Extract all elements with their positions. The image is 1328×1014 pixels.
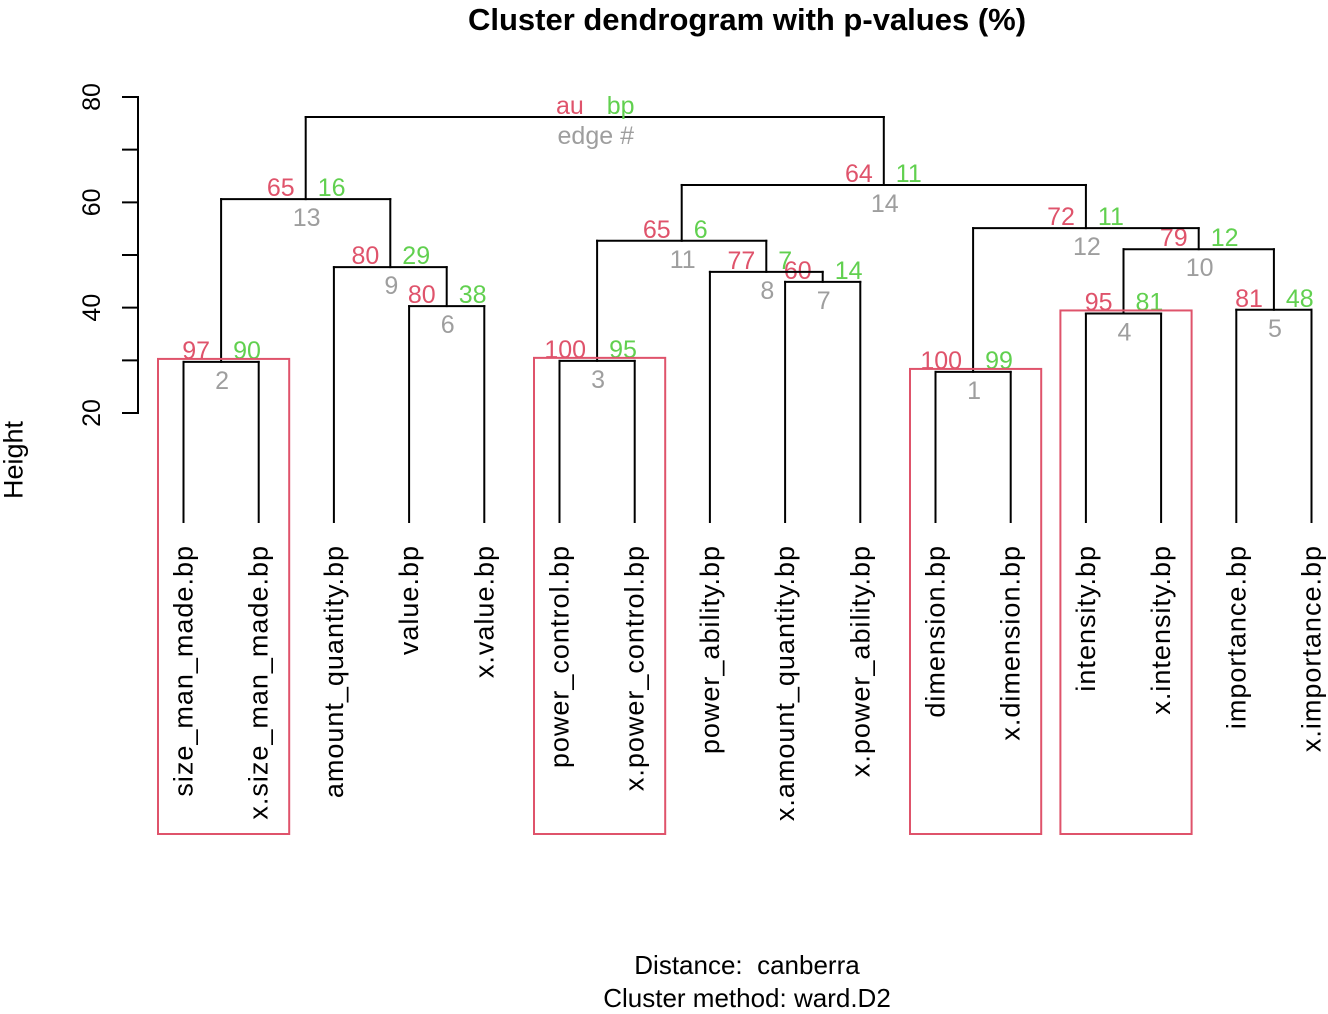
bp-value: 38 [459, 281, 487, 309]
bp-value: 81 [1136, 288, 1164, 316]
y-tick-label: 40 [78, 294, 106, 322]
edge-number: 6 [441, 311, 455, 339]
au-value: 80 [408, 281, 436, 309]
bp-value: 48 [1286, 285, 1314, 313]
au-value: 77 [727, 247, 755, 275]
cluster-highlight-rect [1059, 309, 1193, 835]
leaf-label: x.importance.bp [1297, 545, 1327, 752]
leaf-label: x.power_ability.bp [845, 545, 875, 777]
leaf-label: power_ability.bp [695, 545, 725, 754]
edge-number: 8 [760, 277, 774, 305]
bp-value: 99 [985, 347, 1013, 375]
bp-value: 14 [835, 257, 863, 285]
leaf-label: x.size_man_made.bp [244, 545, 274, 820]
bp-value: 29 [402, 242, 430, 270]
leaf-label: importance.bp [1221, 545, 1251, 729]
y-tick-label: 80 [78, 83, 106, 111]
bp-value: 16 [318, 174, 346, 202]
leaf-label: amount_quantity.bp [319, 545, 349, 798]
edge-number: 4 [1118, 318, 1132, 346]
distance-caption: Distance: canberra [634, 950, 860, 980]
cluster-highlight-rect [533, 356, 667, 835]
au-value: 95 [1085, 288, 1113, 316]
leaf-label: dimension.bp [921, 545, 951, 718]
cluster-method-caption: Cluster method: ward.D2 [603, 983, 891, 1013]
leaf-label: size_man_made.bp [169, 545, 199, 797]
au-value: 65 [643, 216, 671, 244]
au-value: 97 [182, 337, 210, 365]
au-value: 64 [845, 160, 873, 188]
bp-value: 7 [778, 247, 792, 275]
edge-number: 9 [384, 272, 398, 300]
cluster-highlight-rect [909, 367, 1043, 835]
edge-number: 13 [293, 204, 321, 232]
edge-number: 11 [670, 246, 696, 274]
leaf-label: x.power_control.bp [620, 545, 650, 791]
leaf-label: x.dimension.bp [996, 545, 1026, 741]
edge-number: 12 [1073, 233, 1101, 261]
leaf-label: x.intensity.bp [1146, 545, 1176, 715]
au-value: 80 [351, 242, 379, 270]
leaf-label: intensity.bp [1071, 545, 1101, 692]
bp-value: 6 [694, 216, 708, 244]
bp-value: 11 [1098, 203, 1124, 231]
leaf-label: x.value.bp [469, 545, 499, 678]
leaf-label: x.amount_quantity.bp [770, 545, 800, 821]
bp-value: 11 [896, 160, 922, 188]
edge-number: 10 [1186, 254, 1214, 282]
bp-legend: bp [607, 92, 635, 120]
chart-title: Cluster dendrogram with p-values (%) [467, 2, 1027, 37]
au-value: 100 [544, 336, 586, 364]
edge-number: 3 [591, 366, 605, 394]
au-value: 65 [267, 174, 295, 202]
au-value: 72 [1047, 203, 1075, 231]
edge-number: 5 [1268, 315, 1282, 343]
bp-value: 12 [1211, 224, 1239, 252]
y-tick-label: 60 [78, 188, 106, 216]
edge-number: 1 [967, 377, 981, 405]
au-value: 100 [920, 347, 962, 375]
cluster-highlight-rect [157, 357, 291, 835]
edge-number: 7 [817, 287, 831, 315]
au-legend: au [556, 92, 584, 120]
leaf-label: value.bp [394, 545, 424, 655]
edge-number: 2 [215, 367, 229, 395]
y-tick-label: 20 [78, 399, 106, 427]
bp-value: 90 [233, 337, 261, 365]
edge-legend: edge # [558, 122, 635, 150]
bp-value: 95 [609, 336, 637, 364]
edge-number: 14 [871, 190, 899, 218]
au-value: 81 [1235, 285, 1263, 313]
leaf-label: power_control.bp [545, 545, 575, 768]
